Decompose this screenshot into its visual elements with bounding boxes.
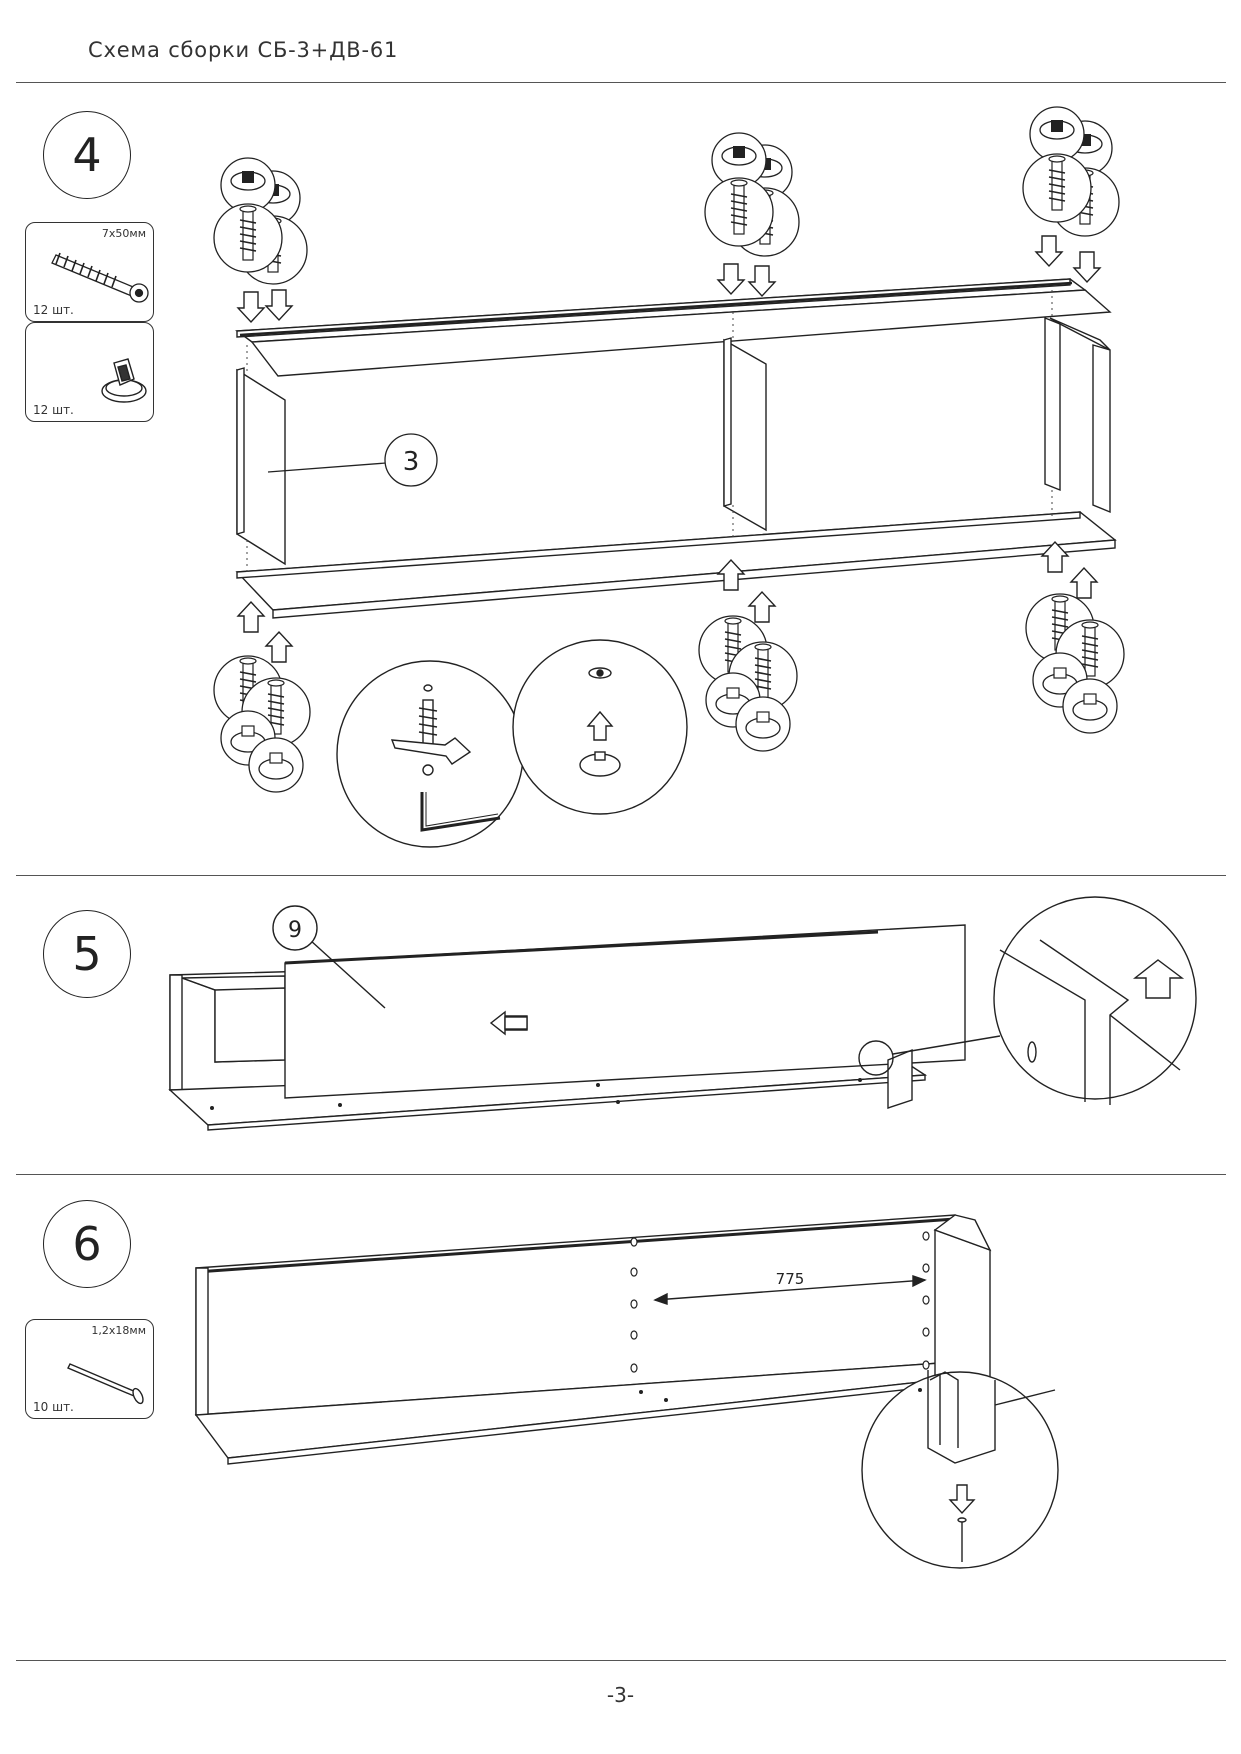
part-spec: 1,2x18мм — [91, 1324, 146, 1337]
middle-divider — [723, 337, 767, 532]
callout-9-label: 9 — [288, 918, 302, 943]
header-divider — [16, 82, 1226, 83]
page-number: -3- — [606, 1683, 635, 1707]
eccentric-cam-icon — [101, 358, 147, 403]
detail-hex-key — [336, 660, 524, 848]
step-5-assembly-drawing: 9 — [168, 896, 1197, 1131]
bottom-hardware-left — [213, 655, 311, 793]
top-hardware-middle — [704, 132, 800, 257]
document-title: Схема сборки СБ-3+ДВ-61 — [88, 38, 399, 62]
step-5-divider — [16, 1174, 1226, 1175]
confirmat-screw-icon — [51, 252, 149, 303]
part-box-confirmat-screw: 7x50мм 12 шт. — [25, 222, 154, 322]
step-4-assembly-drawing: 3 — [213, 106, 1125, 848]
step-4-number: 4 — [43, 111, 131, 199]
part-quantity: 12 шт. — [33, 303, 74, 317]
part-quantity: 10 шт. — [33, 1400, 74, 1414]
top-panel — [235, 278, 1112, 377]
top-hardware-left — [213, 157, 308, 285]
left-side-panel — [236, 367, 286, 566]
part-quantity: 12 шт. — [33, 403, 74, 417]
nail-holes — [630, 1231, 930, 1373]
part-box-eccentric: 12 шт. — [25, 322, 154, 422]
step-6-number: 6 — [43, 1200, 131, 1288]
part-spec: 7x50мм — [101, 227, 146, 240]
bottom-hardware-right — [1025, 593, 1125, 734]
callout-3 — [267, 433, 438, 487]
nail-icon — [67, 1363, 144, 1405]
footer-divider — [16, 1660, 1226, 1661]
step-6-assembly-drawing: 775 — [194, 1214, 1059, 1569]
callout-3-label: 3 — [403, 447, 420, 477]
step-5-number: 5 — [43, 910, 131, 998]
step-4-divider — [16, 875, 1226, 876]
detail-cam-insert — [512, 639, 688, 815]
part-box-nail: 1,2x18мм 10 шт. — [25, 1319, 154, 1419]
top-hardware-right — [1022, 106, 1120, 237]
bottom-hardware-middle — [698, 615, 798, 752]
dimension-775-label: 775 — [776, 1270, 805, 1288]
bottom-panel — [235, 511, 1117, 619]
right-side-panel — [1044, 316, 1111, 514]
